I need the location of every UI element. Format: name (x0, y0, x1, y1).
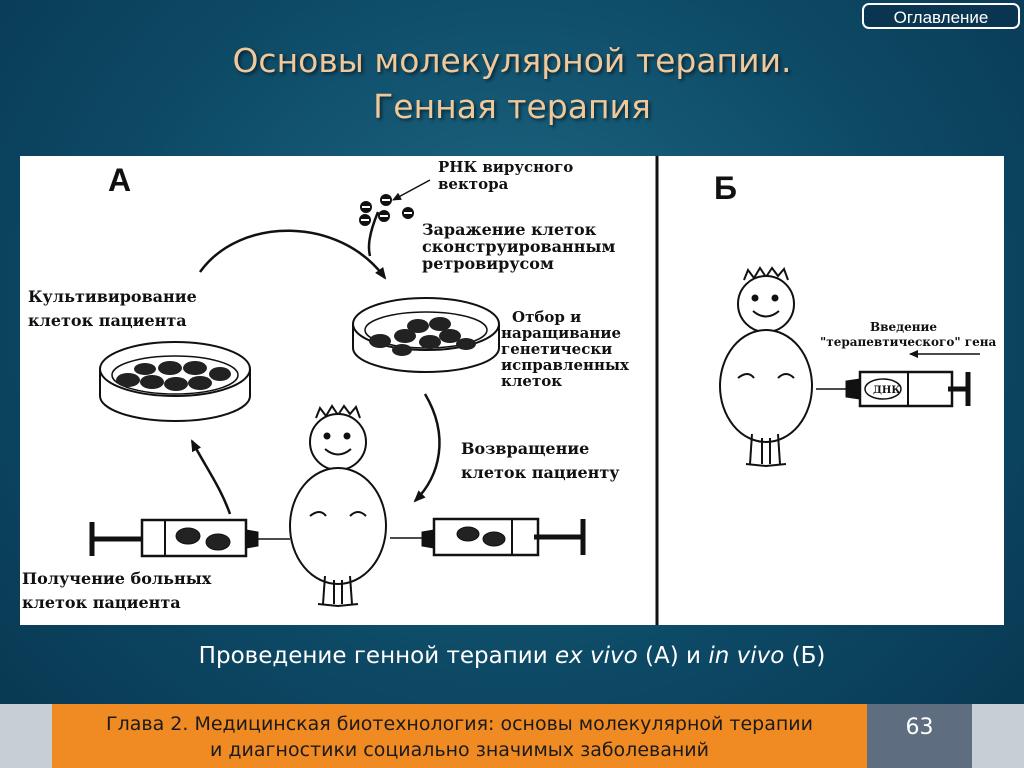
rna-pointer-arrow (392, 179, 431, 201)
rna-label-line-1: РНК вирусного (438, 158, 573, 176)
footer-chapter-title: Глава 2. Медицинская биотехнология: осно… (52, 704, 867, 768)
infection-label-line-1: Заражение клеток (422, 220, 597, 239)
caption-ex-vivo: ex vivo (554, 643, 638, 669)
selection-label-line-3: генетически (501, 340, 612, 358)
selection-label-line-4: исправленных (501, 356, 630, 374)
intro-label-line-2: "терапевтического" гена (820, 335, 997, 349)
page-number: 63 (867, 704, 972, 768)
gene-therapy-figure: А Б РНК вирусного вектора Заражение клет… (20, 156, 1004, 625)
caption-part-1: Проведение генной терапии (198, 643, 555, 669)
caption-part-3: (Б) (784, 643, 826, 669)
title-line-2: Генная терапия (373, 87, 651, 126)
cultivation-label-line-1: Культивирование (28, 287, 197, 306)
slide-title: Основы молекулярной терапии. Генная тера… (0, 38, 1024, 130)
patient-figure-a (289, 404, 387, 608)
cultivation-petri-dish (99, 341, 251, 422)
cycle-arrows (190, 211, 441, 515)
intro-label-line-1: Введение (870, 320, 937, 334)
selection-label-line-2: наращивание (501, 324, 621, 342)
obtain-label-line-2: клеток пациента (22, 593, 181, 612)
dna-label: ДНК (873, 385, 900, 396)
panel-a-letter: А (108, 162, 131, 198)
title-line-1: Основы молекулярной терапии. (232, 41, 792, 80)
rna-label-line-2: вектора (438, 175, 509, 193)
selection-petri-dish (352, 297, 500, 373)
footer-chapter-line-2: и диагностики социально значимых заболев… (210, 739, 709, 761)
obtain-label-line-1: Получение больных (22, 569, 212, 588)
selection-label-line-1: Отбор и (512, 308, 581, 326)
virus-particles (359, 194, 414, 226)
caption-part-2: (А) и (637, 643, 709, 669)
figure-caption: Проведение генной терапии ex vivo (А) и … (0, 643, 1024, 669)
footer-left-strip (0, 704, 52, 768)
footer-right-strip (972, 704, 1024, 768)
dna-syringe (816, 370, 971, 408)
table-of-contents-button[interactable]: Оглавление (862, 3, 1020, 29)
return-label-line-2: клеток пациенту (461, 463, 620, 482)
caption-in-vivo: in vivo (708, 643, 785, 669)
infection-label-line-3: ретровирусом (422, 254, 554, 273)
patient-figure-b (719, 266, 813, 468)
selection-label-line-5: клеток (501, 372, 562, 390)
panel-b-letter: Б (714, 170, 737, 206)
footer-chapter-line-1: Глава 2. Медицинская биотехнология: осно… (106, 713, 813, 735)
return-label-line-1: Возвращение (461, 439, 589, 458)
infection-label-line-2: сконструированным (422, 237, 615, 256)
right-syringe (390, 517, 586, 557)
left-syringe (89, 518, 290, 558)
cultivation-label-line-2: клеток пациента (28, 311, 187, 330)
